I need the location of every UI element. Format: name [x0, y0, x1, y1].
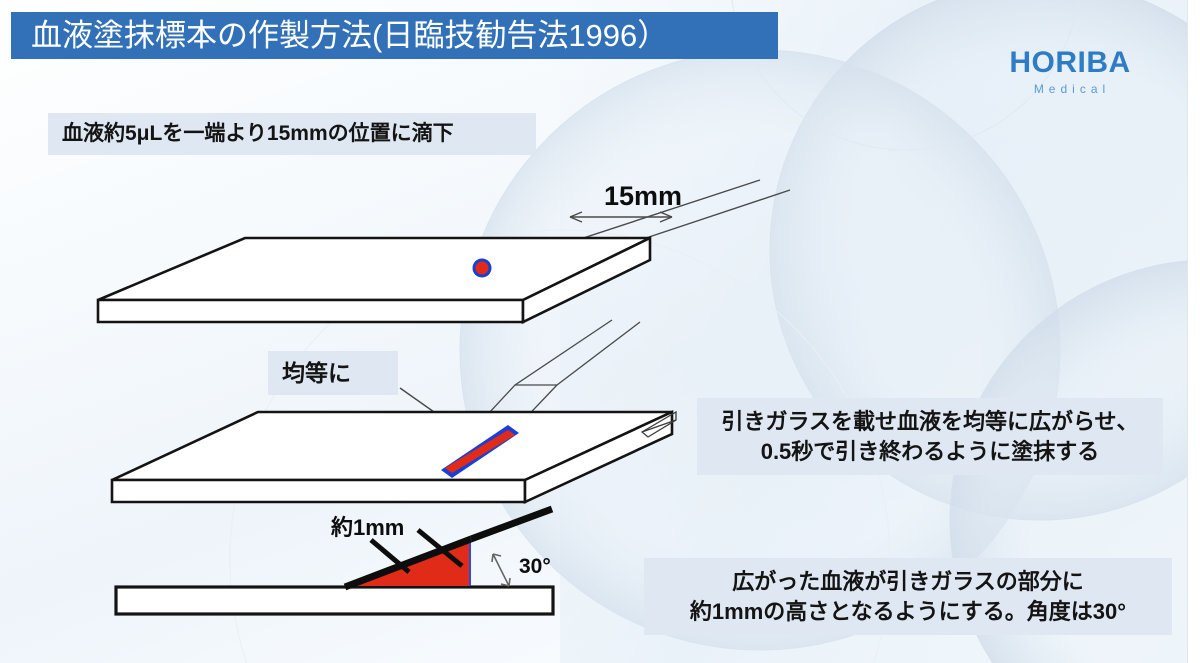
pull-glass-bar [343, 505, 554, 591]
caption-uniform-label: 均等に [268, 351, 398, 395]
label-30deg: 30° [519, 555, 551, 578]
leader-line-1mm [369, 528, 464, 574]
slide-right-margin [1188, 0, 1200, 663]
blood-smear-band [441, 425, 519, 478]
caption-step-2-line-2: 0.5秒で引き終わるように塗抹する [760, 438, 1100, 464]
caption-step-1: 血液約5μLを一端より15mmの位置に滴下 [48, 113, 536, 155]
blood-drop [472, 258, 492, 278]
angle-arrow-30deg [491, 553, 511, 587]
logo-brand-text: HORIBA [1009, 46, 1131, 79]
page-title: 血液塗抹標本の作製方法(日臨技勧告法1996） [31, 18, 669, 53]
dimension-arrow-15mm [569, 211, 673, 223]
caption-step-3: 広がった血液が引きガラスの部分に 約1mmの高さとなるようにする。角度は30° [644, 558, 1172, 635]
glass-slide-top [96, 235, 652, 325]
caption-uniform-text: 均等に [282, 359, 351, 386]
label-15mm: 15mm [604, 181, 683, 211]
glass-slide-bottom [114, 585, 555, 616]
caption-step-2-line-1: 引きガラスを載せ血液を均等に広がらせ、 [721, 409, 1139, 435]
caption-step-1-text: 血液約5μLを一端より15mmの位置に滴下 [62, 121, 454, 145]
label-1mm: 約1mm [331, 515, 405, 540]
caption-step-2: 引きガラスを載せ血液を均等に広がらせ、 0.5秒で引き終わるように塗抹する [697, 398, 1163, 475]
slide-right-border [1187, 0, 1188, 663]
horiba-logo: HORIBA Medical [985, 46, 1155, 96]
caption-step-3-line-2: 約1mmの高さとなるようにする。角度は30° [689, 598, 1127, 624]
title-bar: 血液塗抹標本の作製方法(日臨技勧告法1996） [11, 12, 778, 59]
spreader-glass-icon [640, 410, 677, 438]
glass-slide-middle [110, 409, 674, 505]
logo-division-text: Medical [1033, 82, 1111, 96]
caption-step-3-line-1: 広がった血液が引きガラスの部分に [732, 569, 1084, 595]
